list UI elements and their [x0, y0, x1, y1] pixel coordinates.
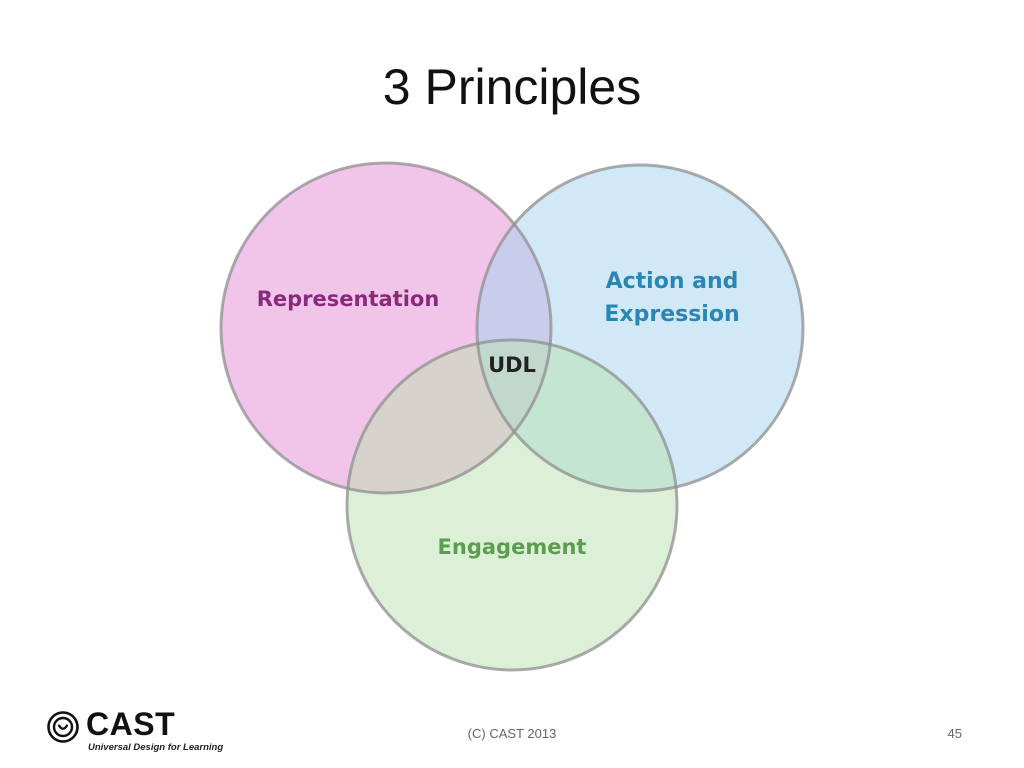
udl-center-label: UDL — [488, 353, 536, 377]
slide-title: 3 Principles — [382, 59, 642, 115]
cast-wordmark: CAST — [86, 706, 176, 742]
cast-logo-icon — [47, 711, 79, 743]
footer-copyright: (C) CAST 2013 — [467, 726, 557, 741]
engagement-circle-outline — [345, 338, 679, 672]
action-expression-label: Action and — [606, 269, 739, 294]
cast-tagline: Universal Design for Learning — [88, 742, 224, 753]
cast-logo: CAST Universal Design for Learning — [46, 706, 223, 756]
representation-circle-outline — [219, 161, 553, 495]
page-number: 45 — [947, 726, 962, 741]
engagement-label: Engagement — [438, 535, 587, 559]
representation-label: Representation — [257, 287, 440, 311]
engagement-circle — [347, 340, 677, 670]
action-expression-label: Expression — [604, 302, 739, 327]
action-expression-circle-outline — [475, 163, 805, 493]
